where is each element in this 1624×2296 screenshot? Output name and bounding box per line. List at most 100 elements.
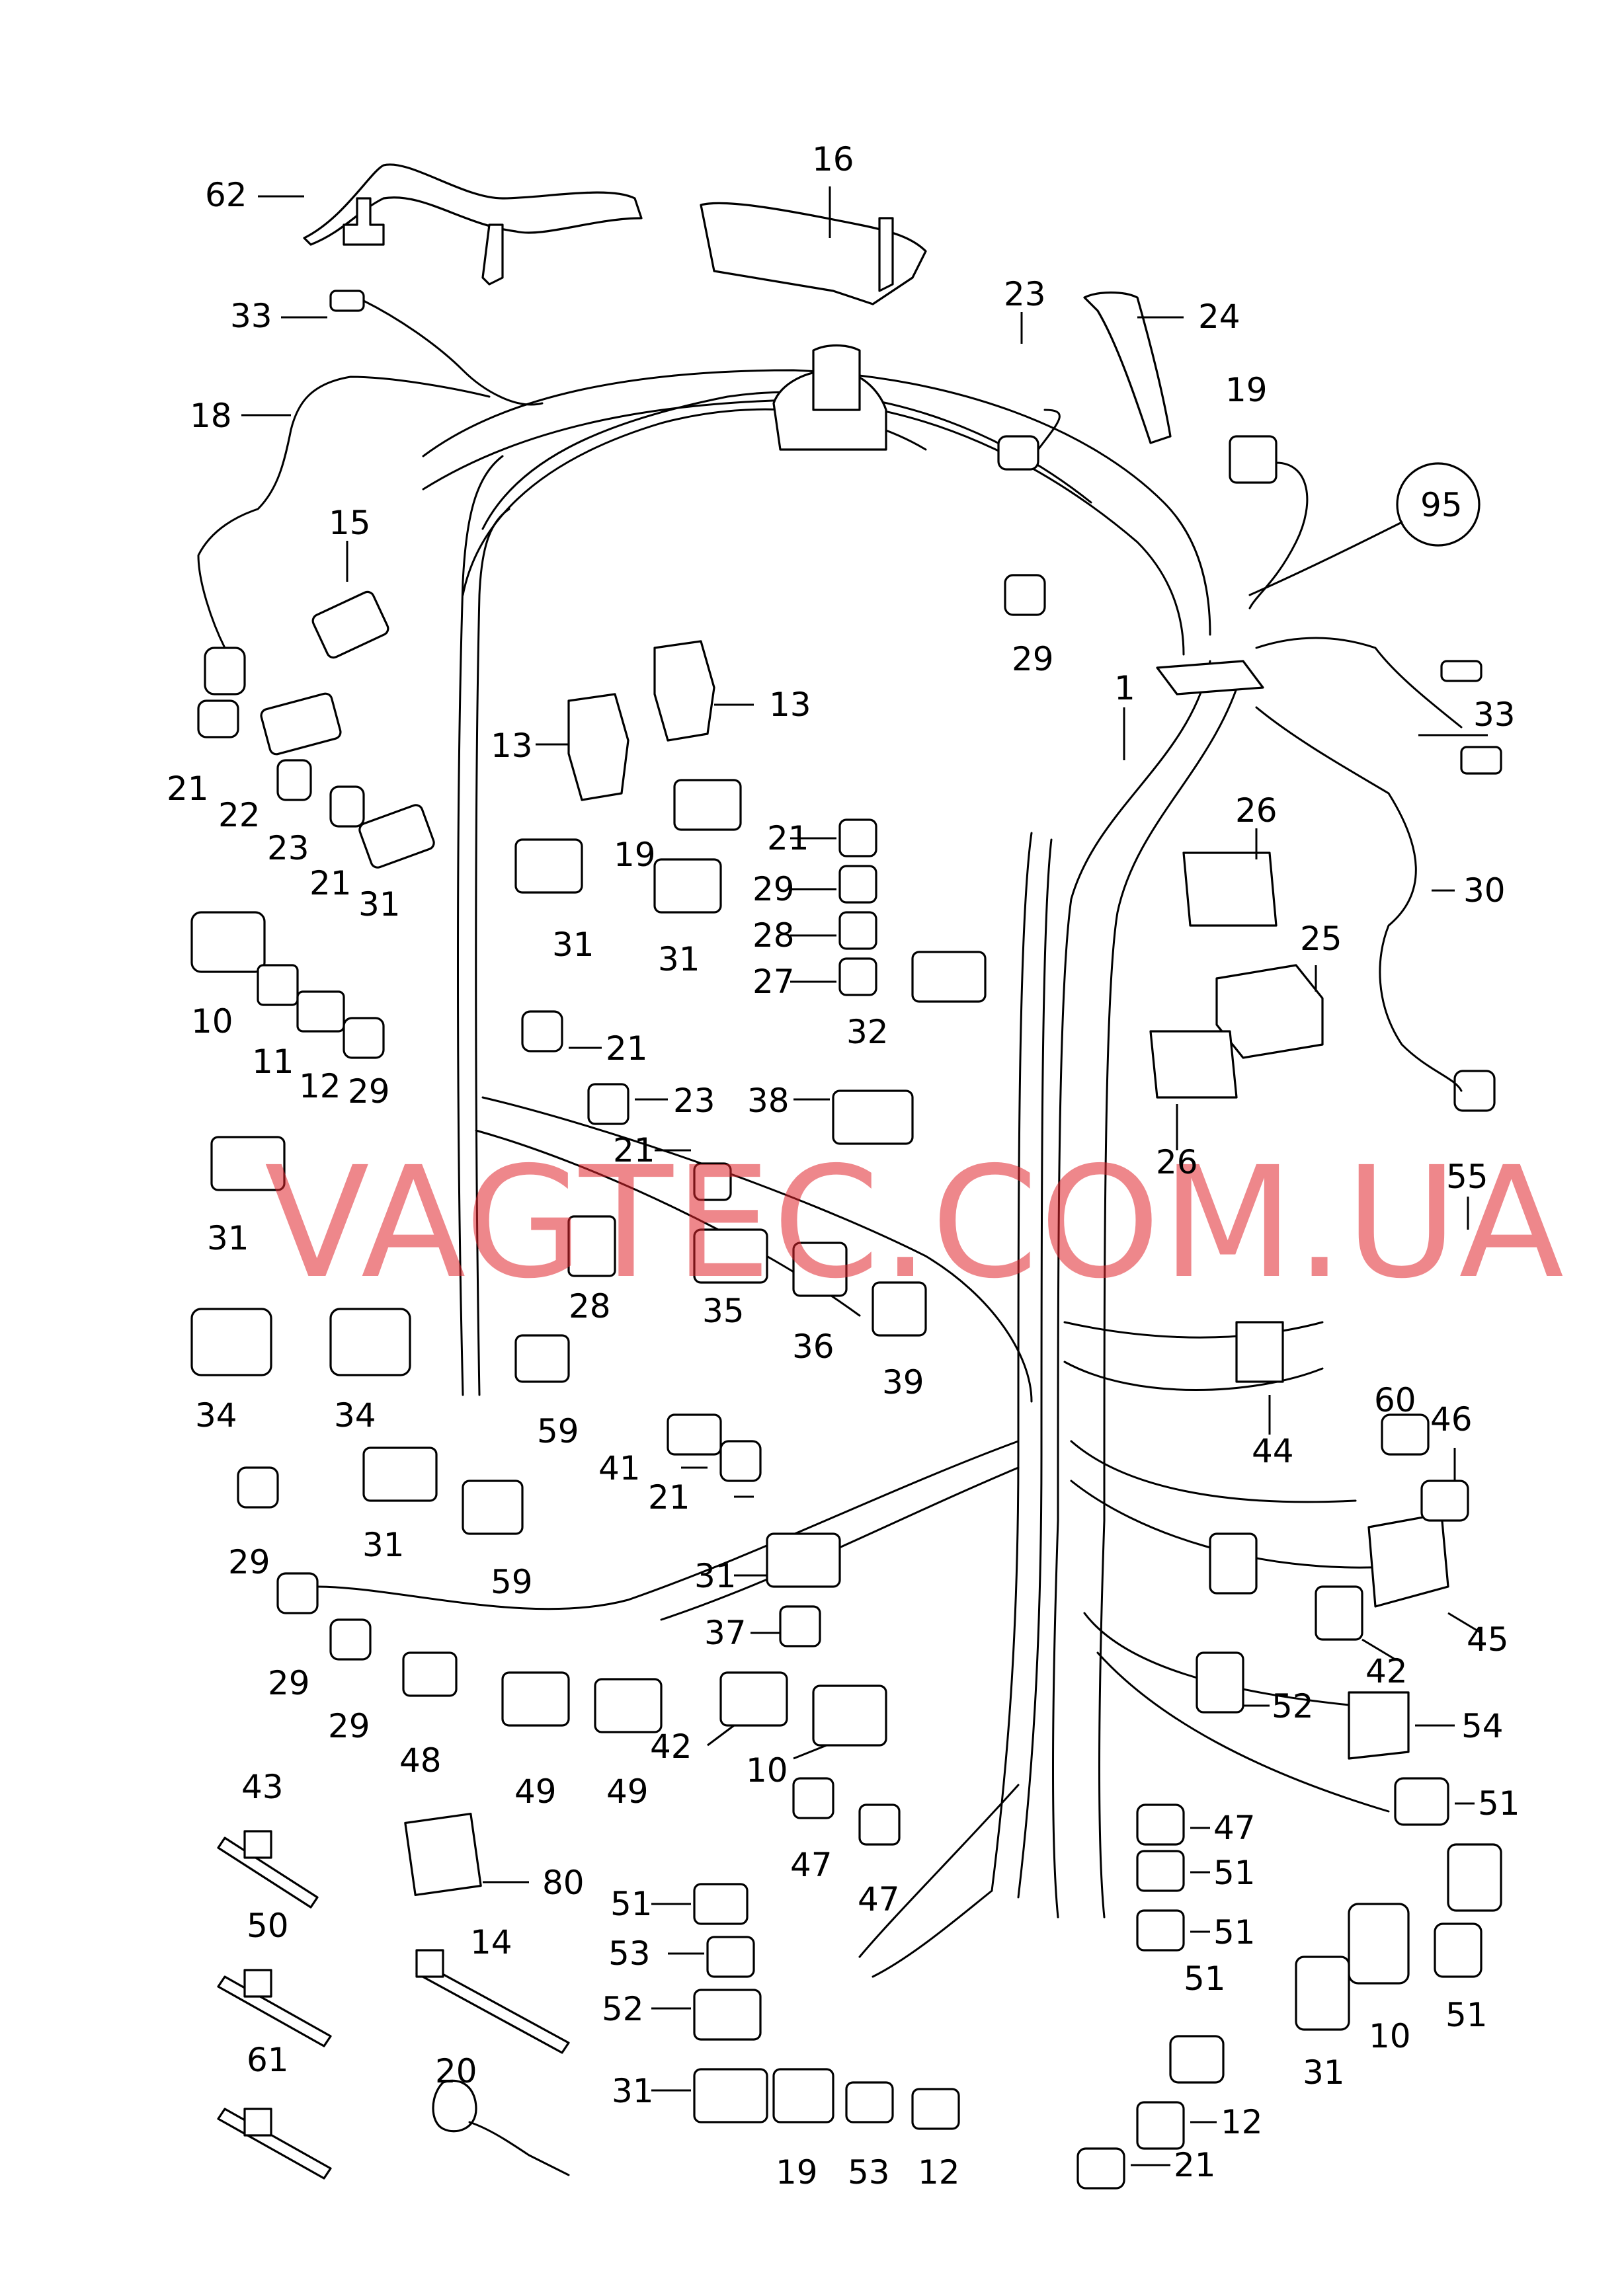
callout-10: 10 — [1369, 2017, 1411, 2055]
callout-13: 13 — [769, 686, 811, 724]
connector-41 — [667, 1413, 722, 1456]
right-branch-f — [1096, 1651, 1390, 1813]
callout-52: 52 — [1272, 1687, 1314, 1725]
connector-10a — [190, 911, 266, 973]
spring-20-body — [432, 2079, 477, 2133]
callout-43: 43 — [241, 1768, 284, 1806]
connector-60 — [1381, 1413, 1430, 1456]
upper-trunk-c — [422, 369, 1211, 636]
callout-49: 49 — [606, 1772, 649, 1811]
right-branch-c — [1070, 1440, 1357, 1503]
lead-19top — [1248, 461, 1309, 610]
connector-53b — [845, 2081, 894, 2123]
callout-16: 16 — [812, 140, 854, 178]
callout-22: 22 — [218, 796, 261, 834]
callout-53: 53 — [848, 2153, 890, 2192]
lower-branch-a — [858, 1784, 1020, 1958]
connector-22 — [260, 692, 342, 756]
callout-54: 54 — [1461, 1707, 1504, 1745]
lead-23top — [1037, 409, 1061, 451]
callout-61: 61 — [247, 2041, 289, 2079]
components — [303, 163, 1481, 1897]
leader-45 — [1447, 1612, 1482, 1634]
connector-29f — [329, 1618, 372, 1661]
right-trunk-outer — [1052, 660, 1211, 1919]
callout-80: 80 — [542, 1864, 585, 1902]
callout-29: 29 — [1012, 640, 1054, 678]
component-26-lower — [1149, 1030, 1238, 1099]
callout-26: 26 — [1156, 1143, 1198, 1181]
leader-42a — [1361, 1638, 1396, 1661]
connector-21g — [1076, 2147, 1125, 2190]
connector-27 — [838, 957, 877, 996]
callout-51: 51 — [1213, 1913, 1256, 1952]
connector-31c — [653, 858, 722, 914]
callout-19: 19 — [1225, 371, 1268, 409]
bracket-part-16 — [700, 202, 927, 305]
callout-59: 59 — [537, 1412, 579, 1450]
connector-51f — [693, 1883, 749, 1925]
callout-29: 29 — [752, 870, 795, 908]
callout-59: 59 — [491, 1563, 533, 1601]
callout-21: 21 — [309, 864, 352, 902]
sensor-33b-tip — [1440, 660, 1482, 682]
connector-31f — [766, 1532, 841, 1588]
callout-39: 39 — [882, 1363, 924, 1402]
callout-53: 53 — [608, 1934, 651, 1973]
connector-51d — [1434, 1922, 1482, 1978]
callout-42: 42 — [650, 1727, 692, 1766]
connector-21a — [197, 699, 239, 738]
upper-trunk-b — [481, 391, 1092, 530]
connector-11 — [257, 964, 299, 1006]
tie-43 — [217, 1837, 319, 1909]
left-trunk-outer — [457, 455, 504, 1396]
callout-45: 45 — [1467, 1620, 1509, 1659]
middle-trunk-b — [1017, 838, 1053, 1899]
callout-1: 1 — [1114, 669, 1135, 707]
lead-30 — [1255, 706, 1463, 1092]
left-trunk-inner — [475, 508, 510, 1396]
connector-21b — [329, 785, 365, 828]
wire-95 — [1248, 521, 1403, 596]
component-26-upper — [1182, 851, 1278, 927]
cross-branch-a — [481, 1096, 1033, 1403]
bracket-part-62 — [303, 163, 643, 246]
callout-31: 31 — [658, 940, 700, 978]
callout-21: 21 — [167, 770, 209, 808]
callout-51: 51 — [1478, 1784, 1520, 1823]
connector-15 — [311, 590, 389, 659]
callout-12: 12 — [1221, 2103, 1263, 2141]
callout-21: 21 — [767, 819, 809, 857]
connector-29d — [237, 1466, 279, 1509]
connector-46 — [1420, 1480, 1469, 1522]
connector-34a — [190, 1308, 272, 1376]
callout-55: 55 — [1446, 1158, 1488, 1196]
connector-31e — [362, 1446, 438, 1502]
tie-50 — [217, 1975, 332, 2047]
connector-51e — [1169, 2035, 1225, 2084]
callout-19: 19 — [614, 836, 656, 874]
callout-31: 31 — [552, 926, 594, 964]
tie-61-head — [243, 2108, 272, 2137]
right-branch-d — [1070, 1480, 1390, 1569]
connector-29e — [276, 1572, 319, 1614]
lower-branch-b — [872, 1889, 993, 1978]
sensor-18-end — [204, 647, 246, 695]
callout-23: 23 — [673, 1082, 715, 1120]
right-branch-e — [1083, 1612, 1357, 1707]
callout-31: 31 — [612, 2072, 654, 2110]
tie-43-head — [243, 1830, 272, 1859]
connector-23top — [997, 435, 1039, 471]
callout-46: 46 — [1430, 1400, 1473, 1439]
lead-33a — [362, 299, 544, 406]
callout-23: 23 — [1004, 275, 1046, 313]
watermark: VAGTEC.COM.UA — [264, 1134, 1565, 1312]
callout-36: 36 — [792, 1327, 834, 1366]
callout-20: 20 — [435, 2052, 477, 2090]
circle-95 — [1396, 462, 1481, 547]
cross-branch-c — [316, 1440, 1020, 1610]
connector-19b — [673, 779, 742, 831]
callout-23: 23 — [267, 829, 309, 867]
callout-49: 49 — [514, 1772, 557, 1811]
